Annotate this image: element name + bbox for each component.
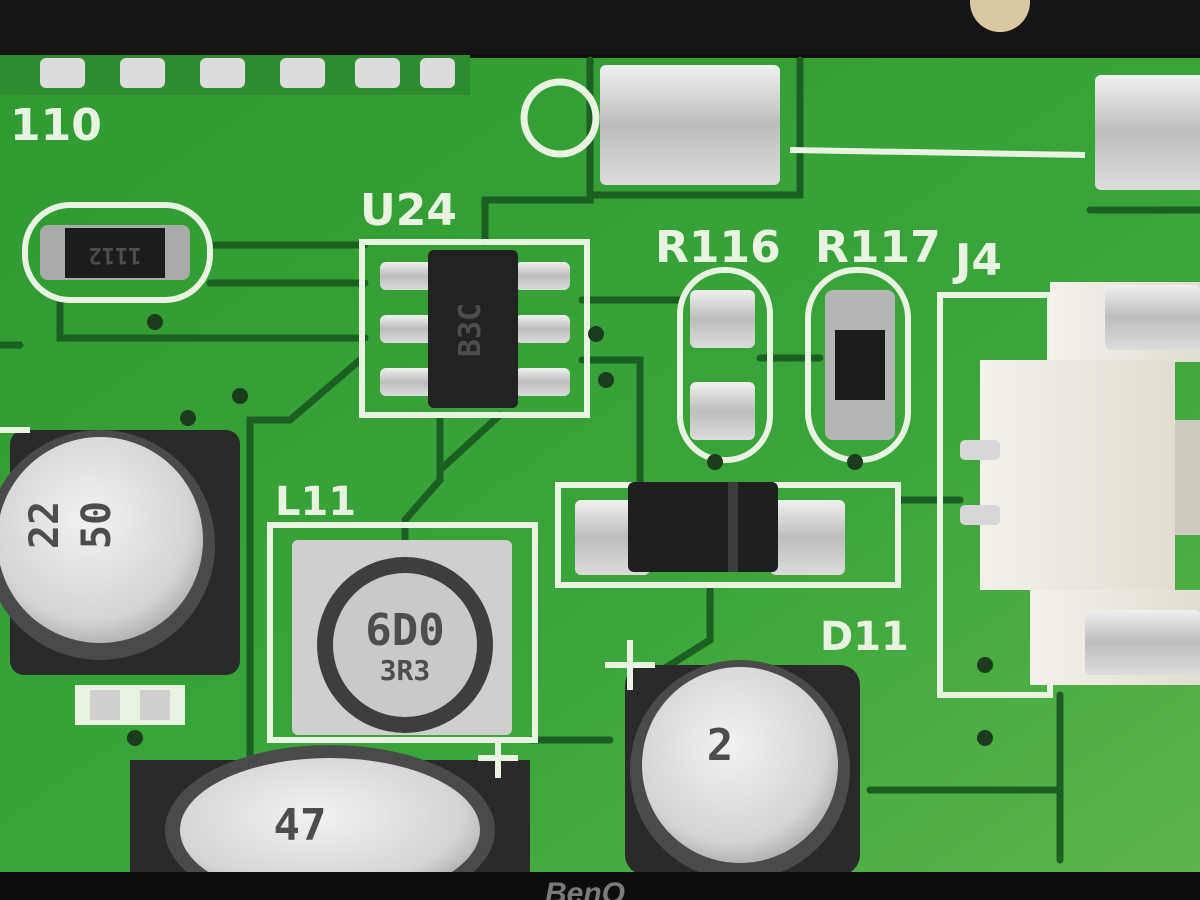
monitor-brand: BenQ: [545, 877, 625, 900]
l11-inductor: 6D0 3R3: [267, 522, 538, 743]
cap-left-value: 22: [22, 501, 68, 549]
label-j4: J4: [952, 235, 1002, 286]
header-pins: [0, 55, 470, 95]
label-r117: R117: [815, 222, 941, 273]
d11-diode: [555, 482, 901, 588]
object-top: [970, 0, 1030, 32]
label-r116: R116: [655, 222, 781, 273]
top-right-pad: [1095, 75, 1200, 190]
silk-line: [789, 147, 1086, 158]
resistor-top-left: 1112: [22, 202, 213, 303]
vias: [127, 314, 993, 746]
r117-resistor: [805, 267, 911, 463]
inductor-submarking: 3R3: [380, 654, 431, 687]
u24-chip-marking: B3C: [453, 303, 488, 357]
inductor-marking: 6D0: [365, 605, 444, 656]
label-u24: U24: [360, 185, 457, 236]
u24-chip: B3C: [359, 239, 590, 418]
label-top-left-ref: 110: [10, 100, 102, 151]
resistor-marking: 1112: [89, 242, 142, 267]
silk-circle: [520, 78, 600, 158]
capacitor-bottom-left: 47: [130, 745, 530, 900]
polarity-marks: [0, 427, 655, 778]
label-d11: D11: [820, 614, 909, 660]
r116-resistor: [677, 267, 773, 463]
j4-connector: [937, 282, 1200, 698]
cap-bottom-left-value: 47: [274, 800, 327, 851]
monitor-bezel-bottom: [0, 872, 1200, 900]
cap-left-voltage: 50: [74, 501, 120, 549]
capacitor-left: 22 50: [0, 430, 240, 725]
top-pad: [600, 65, 780, 185]
capacitor-bottom-center: 2: [625, 660, 860, 880]
cap-center-value: 2: [707, 720, 734, 771]
label-l11: L11: [275, 479, 356, 525]
